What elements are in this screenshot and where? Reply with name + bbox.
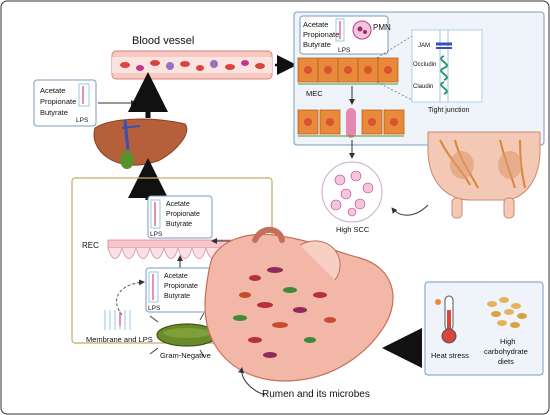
udder-illustration: [427, 131, 541, 219]
rec-label: REC: [82, 241, 99, 250]
zoom-line-top: [376, 35, 413, 59]
liver-metabolite-box: [33, 79, 97, 127]
heat-stress-label: Heat stress: [431, 351, 469, 360]
upper-box-line-3: Butyrate: [166, 221, 192, 228]
mammary-box-line-3: Butyrate: [303, 40, 331, 49]
gram-negative-label: Gram-Negative: [160, 351, 211, 360]
liver-box-line-4: LPS: [76, 117, 89, 124]
lower-box-line-2: Propionate: [164, 283, 198, 290]
liver-illustration: [93, 118, 188, 169]
rumen-label: Rumen and its microbes: [262, 389, 370, 400]
high-scc-label: High SCC: [336, 225, 370, 234]
upper-rec-metabolite-box: [147, 195, 213, 239]
tight-junction-detail: [411, 29, 483, 103]
carb-label-line-3: diets: [498, 357, 514, 366]
pmn-label: PMN: [373, 23, 391, 32]
liver-box-line-3: Butyrate: [40, 108, 68, 117]
upper-box-line-2: Propionate: [166, 211, 200, 218]
blood-vessel: [111, 50, 273, 80]
mammary-box-line-2: Propionate: [303, 30, 339, 39]
gram-negative-bacterium: [149, 312, 222, 358]
membrane-lps-label: Membrane and LPS: [86, 335, 153, 344]
upper-box-line-1: Acetate: [166, 201, 190, 208]
arrow-udder-to-scc: [391, 204, 429, 216]
rumen-pointer: [238, 367, 266, 396]
liver-box-line-2: Propionate: [40, 97, 76, 106]
jam-label: JAM: [418, 43, 430, 49]
mammary-box-line-1: Acetate: [303, 20, 328, 29]
thermometer-icon: [435, 295, 457, 344]
mec-cell-row-bottom: [297, 108, 405, 138]
tight-junction-label: Tight junction: [428, 107, 469, 114]
mammary-box-line-4: LPS: [338, 47, 351, 54]
high-scc-circle: [321, 161, 383, 223]
rumen-illustration: [204, 226, 394, 382]
lower-box-line-4: LPS: [148, 305, 161, 312]
stressor-panel: [424, 281, 544, 376]
occludin-label: Occludin: [413, 62, 436, 68]
lower-box-line-3: Butyrate: [164, 293, 190, 300]
membrane-lps-icon: [104, 310, 131, 330]
zoom-line-bottom: [376, 81, 413, 101]
mec-label: MEC: [306, 89, 323, 98]
lower-box-line-1: Acetate: [164, 273, 188, 280]
carb-label-line-2: carbohydrate: [484, 347, 528, 356]
liver-box-line-1: Acetate: [40, 86, 65, 95]
claudin-label: Claudin: [413, 84, 433, 90]
mammary-metabolite-box: [299, 15, 389, 55]
carb-label-line-1: High: [500, 337, 515, 346]
blood-vessel-label: Blood vessel: [132, 35, 194, 47]
carbohydrate-grain-icon: [487, 297, 527, 328]
mec-cell-row-top: [297, 57, 399, 85]
upper-box-line-4: LPS: [150, 231, 163, 238]
arrow-membrane-to-box: [116, 279, 145, 316]
